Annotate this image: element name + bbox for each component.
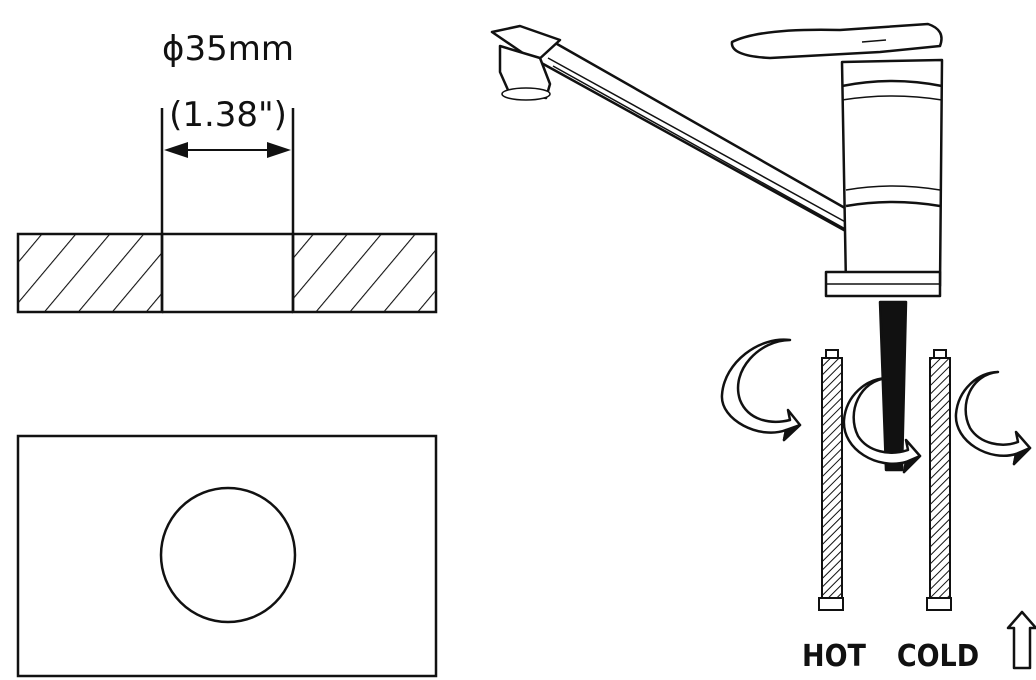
dimension-arrow <box>164 142 291 158</box>
curved-rotate-arrow-icon <box>842 376 922 474</box>
hot-water-hose <box>818 349 844 611</box>
cold-label: COLD <box>897 639 979 674</box>
hatched-section-right <box>291 232 438 314</box>
curved-rotate-arrow-icon <box>720 338 802 442</box>
diameter-imperial-label: (1.38") <box>169 95 287 135</box>
hole-dimension-callout: ϕ35mm (1.38") <box>160 29 295 312</box>
countertop-outline <box>16 434 438 678</box>
faucet-lever-handle <box>730 22 943 60</box>
hatched-section-left <box>16 232 164 314</box>
faucet-base-ring <box>824 270 942 298</box>
faucet-spout <box>490 24 868 242</box>
up-arrow-icon <box>1006 610 1036 670</box>
hot-label: HOT <box>802 639 867 674</box>
faucet <box>490 22 944 472</box>
diameter-metric-label: ϕ35mm <box>162 29 294 69</box>
mounting-hole <box>159 486 297 624</box>
mounting-shank <box>878 300 908 472</box>
faucet-body <box>840 58 944 288</box>
countertop-top-view <box>16 434 438 678</box>
countertop-cross-section <box>16 232 438 314</box>
curved-rotate-arrow-icon <box>954 370 1032 466</box>
cold-water-hose <box>926 349 952 611</box>
